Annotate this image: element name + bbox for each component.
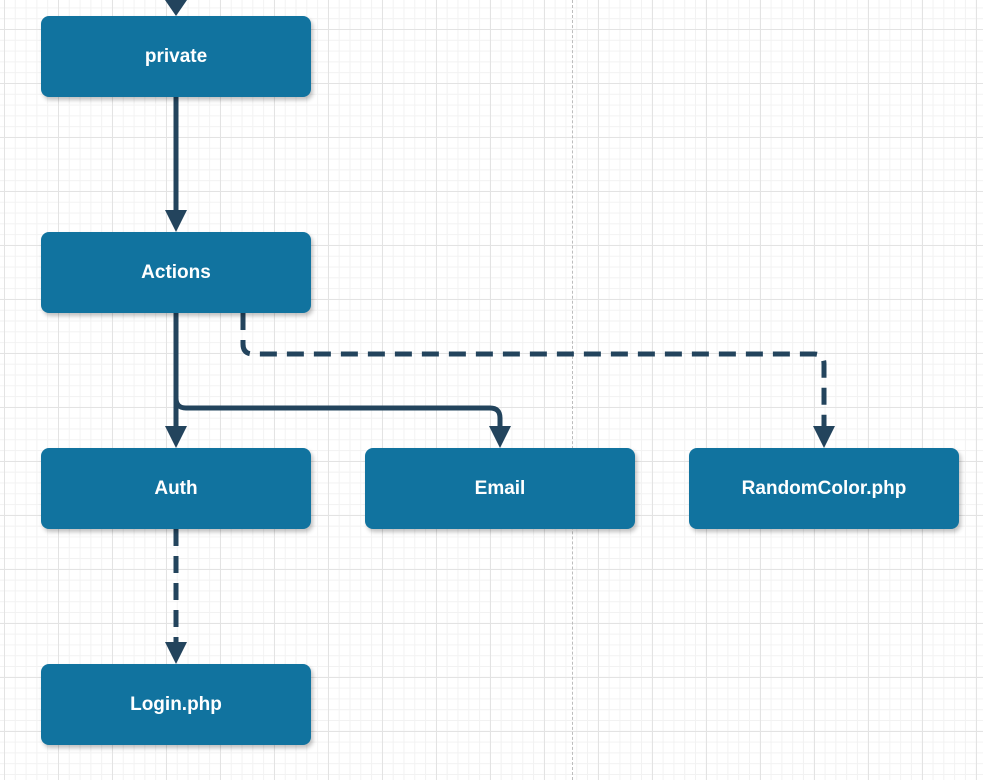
node-private[interactable]: private: [41, 16, 311, 97]
node-actions[interactable]: Actions: [41, 232, 311, 313]
arrowhead-icon: [165, 210, 187, 232]
edge-actions-to-email[interactable]: [173, 313, 511, 448]
arrowhead-icon: [813, 426, 835, 448]
edge-line: [173, 313, 503, 430]
node-email[interactable]: Email: [365, 448, 635, 529]
edge-line: [240, 313, 827, 430]
node-login-php[interactable]: Login.php: [41, 664, 311, 745]
edge-private-to-actions[interactable]: [165, 97, 187, 232]
node-randomcolor-php[interactable]: RandomColor.php: [689, 448, 959, 529]
edge-actions-to-auth[interactable]: [165, 313, 187, 448]
arrowhead-icon: [489, 426, 511, 448]
edge-actions-to-randomcolor[interactable]: [240, 313, 835, 448]
edge-incoming-private[interactable]: [165, 0, 187, 16]
arrowhead-icon: [165, 426, 187, 448]
arrowhead-icon: [165, 642, 187, 664]
arrowhead-icon: [165, 0, 187, 16]
edge-auth-to-login[interactable]: [165, 529, 187, 664]
node-auth[interactable]: Auth: [41, 448, 311, 529]
page-break-line: [572, 0, 573, 780]
